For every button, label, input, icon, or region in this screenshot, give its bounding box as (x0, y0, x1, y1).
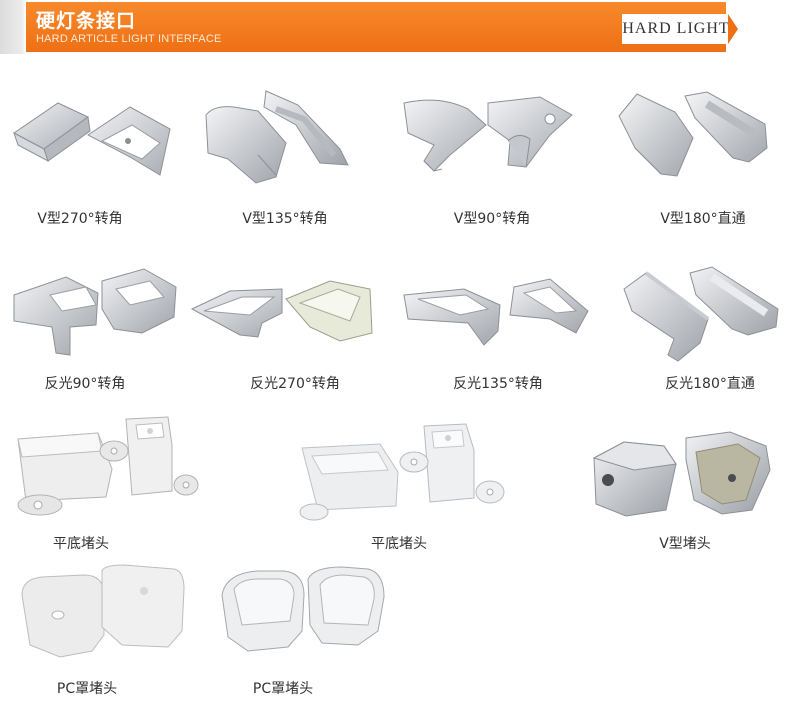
product-label: 反光270°转角 (250, 376, 340, 392)
product-label: PC罩堵头 (56, 681, 118, 697)
product-v-end-cap (590, 430, 780, 525)
v-270-corner-connector-icon (13, 102, 171, 176)
product-label: V型135°转角 (242, 211, 328, 227)
product-label: V型180°直通 (660, 211, 746, 227)
flat-bottom-end-cap-clear-icon (299, 423, 505, 521)
product-reflective-270-corner (190, 275, 380, 345)
product-label: 平底堵头 (53, 536, 109, 552)
product-label: 反光135°转角 (453, 376, 543, 392)
header-tag: HARD LIGHT (622, 14, 730, 44)
product-label: 平底堵头 (371, 536, 427, 552)
header-tag-notch (728, 14, 738, 44)
flat-bottom-end-cap-white-icon (17, 416, 199, 516)
product-label: V型90°转角 (453, 211, 531, 227)
product-v-90-corner (400, 95, 575, 180)
reflective-180-straight-connector-icon (623, 266, 779, 362)
product-label: V型270°转角 (37, 211, 123, 227)
pc-cover-end-cap-clear-icon (221, 566, 385, 652)
reflective-270-corner-connector-icon (190, 280, 373, 342)
header-banner: 硬灯条接口 HARD ARTICLE LIGHT INTERFACE HARD … (0, 0, 790, 54)
product-label: 反光90°转角 (44, 376, 126, 392)
product-flat-end-cap-white (10, 415, 200, 516)
product-v-270-corner (10, 95, 180, 195)
product-v-180-straight (615, 90, 775, 185)
product-label: V型堵头 (659, 536, 711, 552)
reflective-90-corner-connector-icon (13, 268, 177, 356)
product-reflective-135-corner (400, 275, 595, 350)
product-label: 反光180°直通 (665, 376, 755, 392)
product-pc-end-cap-clear (218, 565, 388, 660)
product-reflective-180-straight (620, 265, 785, 365)
pc-cover-end-cap-frosted-icon (21, 564, 185, 658)
reflective-135-corner-connector-icon (403, 278, 589, 346)
product-flat-end-cap-clear (298, 420, 513, 521)
product-label: PC罩堵头 (252, 681, 314, 697)
v-135-corner-connector-icon (205, 90, 349, 184)
header-orange-bar (26, 2, 726, 52)
page-title: 硬灯条接口 (36, 10, 137, 32)
product-pc-end-cap-frosted (18, 564, 188, 665)
v-180-straight-connector-icon (618, 91, 768, 177)
v-90-corner-connector-icon (403, 96, 573, 172)
page-subtitle: HARD ARTICLE LIGHT INTERFACE (36, 33, 222, 45)
product-reflective-90-corner (10, 265, 185, 360)
v-end-cap-icon (592, 431, 771, 517)
product-v-135-corner (200, 85, 360, 195)
